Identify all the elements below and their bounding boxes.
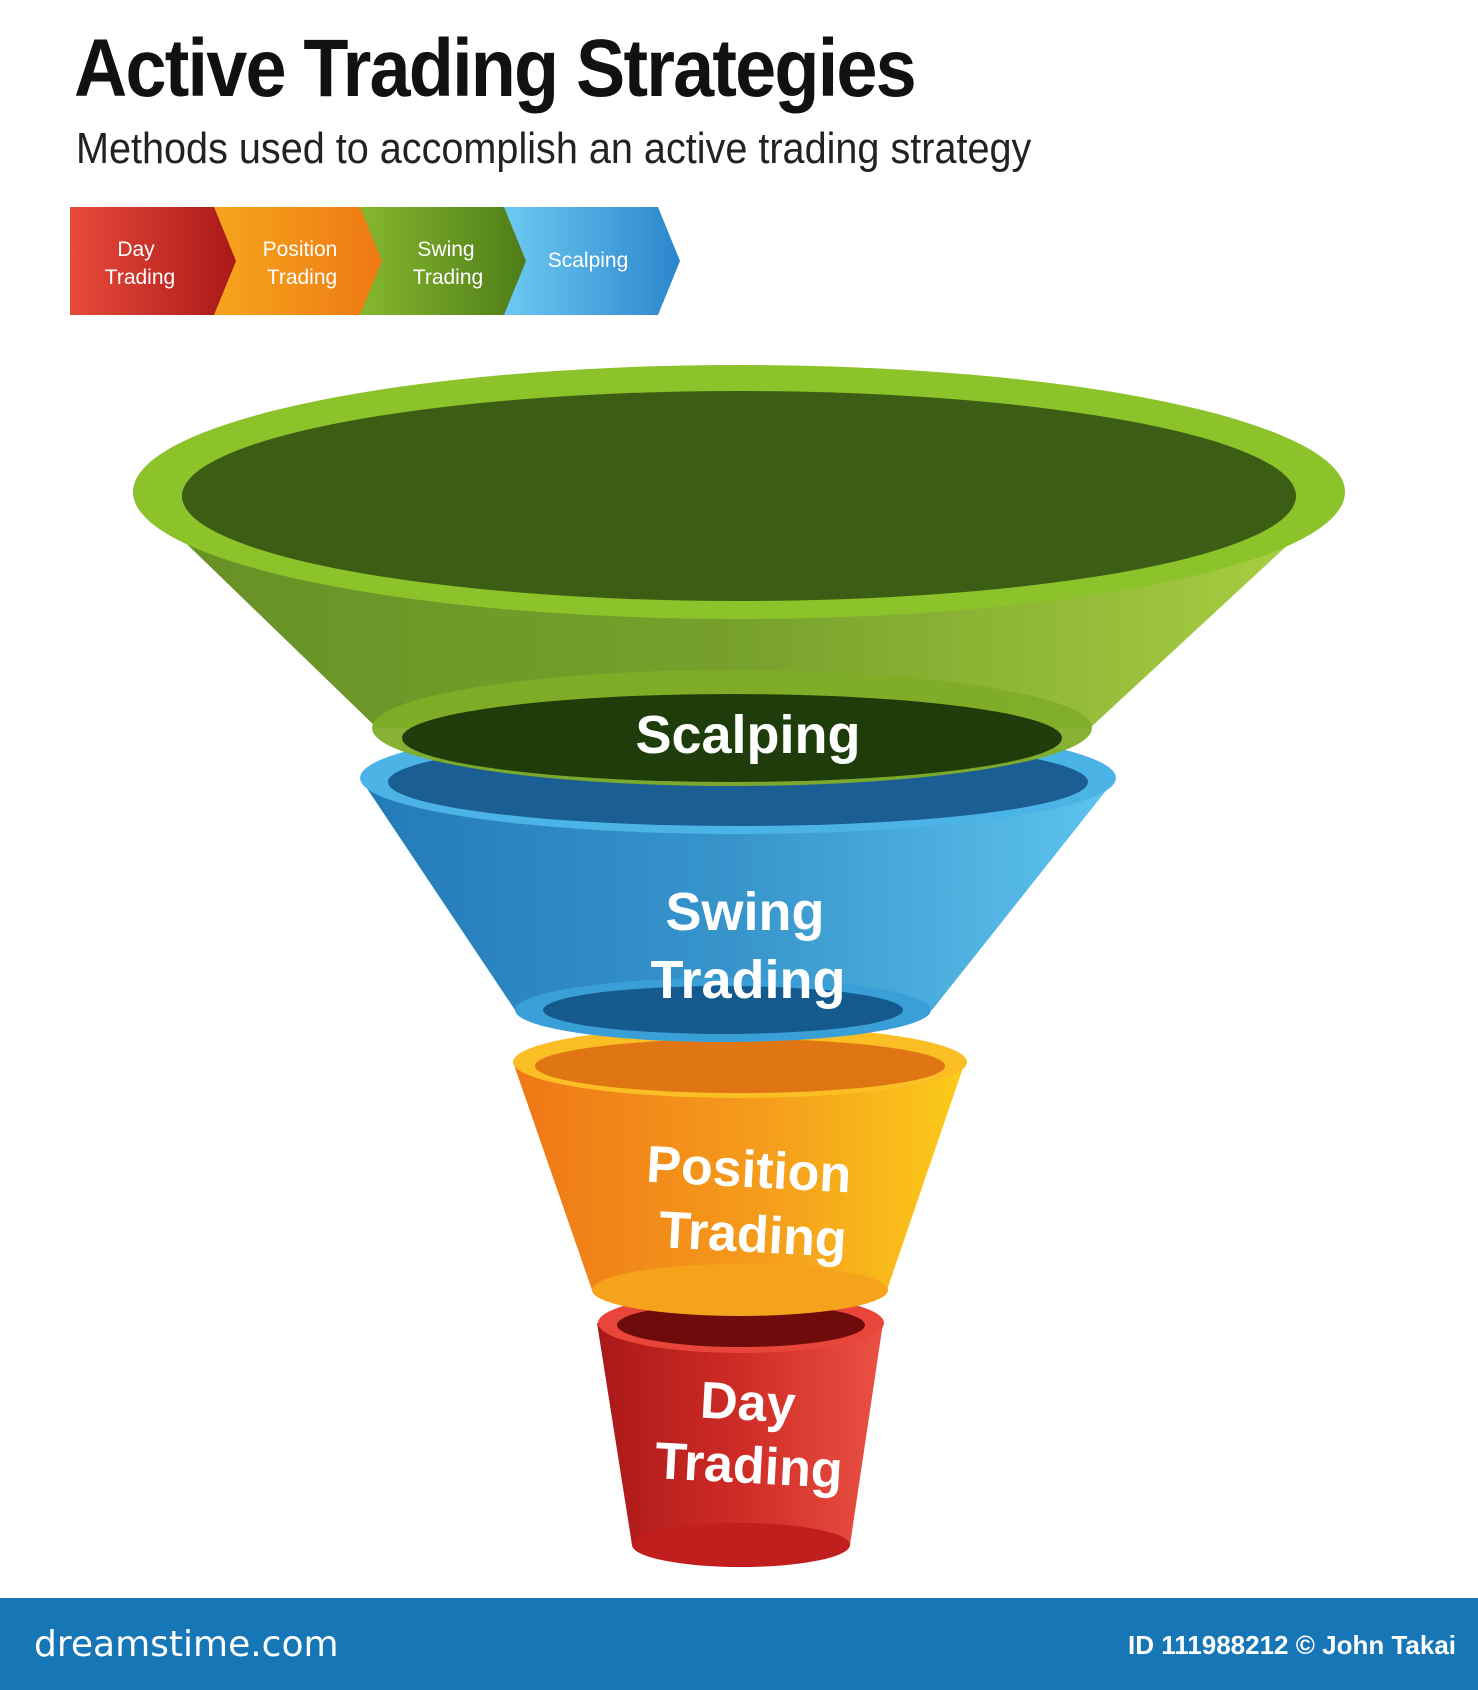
legend-item-position-trading: Position Trading bbox=[214, 207, 388, 315]
legend-position-line2: Trading bbox=[267, 266, 337, 289]
legend-position-line1: Position bbox=[263, 238, 338, 261]
funnel-layer-day-trading: Day Trading bbox=[597, 1293, 884, 1567]
legend-day-line1: Day bbox=[117, 238, 155, 261]
legend-day-line2: Trading bbox=[105, 266, 175, 289]
funnel-layer-position-trading: Position Trading bbox=[513, 1026, 967, 1316]
funnel-label-position-line1: Position bbox=[645, 1136, 853, 1205]
funnel-label-day-line1: Day bbox=[699, 1372, 797, 1435]
funnel-label-swing-line2: Trading bbox=[650, 950, 845, 1010]
diagram-subtitle: Methods used to accomplish an active tra… bbox=[76, 124, 1032, 173]
funnel-layer-scalping: Scalping bbox=[133, 365, 1345, 786]
legend-chevrons: Day Trading Position Trading Swing Tradi… bbox=[70, 207, 680, 315]
funnel-label-day-line2: Trading bbox=[654, 1432, 845, 1500]
legend-item-day-trading: Day Trading bbox=[70, 207, 240, 315]
legend-item-scalping: Scalping bbox=[504, 207, 680, 315]
legend-item-swing-trading: Swing Trading bbox=[360, 207, 532, 315]
legend-swing-line1: Swing bbox=[417, 238, 474, 261]
funnel-label-scalping: Scalping bbox=[635, 705, 860, 765]
funnel-diagram: Day Trading Position Trading Swing Tradi… bbox=[133, 365, 1345, 1567]
footer-bar: dreamstime.com ID 111988212 © John Takai bbox=[0, 1598, 1478, 1690]
funnel-label-position-line2: Trading bbox=[658, 1201, 849, 1269]
legend-scalping-line1: Scalping bbox=[548, 249, 629, 272]
footer-site-name: dreamstime.com bbox=[34, 1624, 339, 1665]
legend-swing-line2: Trading bbox=[413, 266, 483, 289]
footer-credit: ID 111988212 © John Takai bbox=[1128, 1630, 1456, 1660]
diagram-title: Active Trading Strategies bbox=[74, 23, 917, 114]
funnel-label-swing-line1: Swing bbox=[666, 882, 825, 942]
